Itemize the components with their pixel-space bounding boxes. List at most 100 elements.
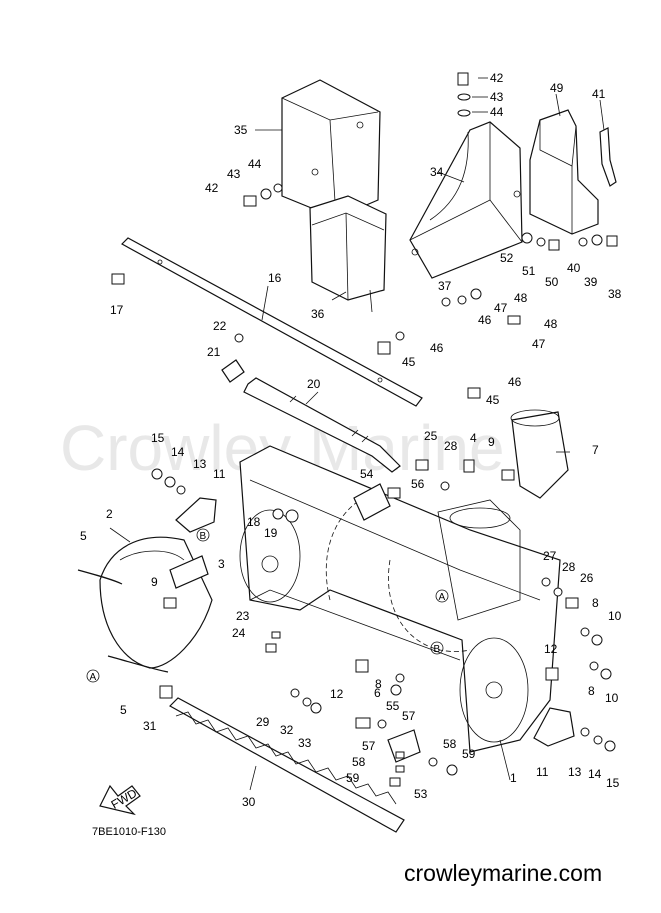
reference-marker-b-2: B xyxy=(430,641,444,655)
callout-11: 11 xyxy=(536,765,549,779)
part-11-bracket-right xyxy=(533,707,575,747)
part-30-scraper-blade xyxy=(169,697,405,833)
callout-6: 6 xyxy=(374,686,381,700)
website-url[interactable]: crowleymarine.com xyxy=(404,860,603,886)
callout-19: 19 xyxy=(264,526,278,540)
reference-marker-b-1: B xyxy=(196,528,210,542)
callout-26: 26 xyxy=(580,571,594,585)
part-5-strap-top xyxy=(77,569,123,585)
callout-49: 49 xyxy=(550,81,564,95)
callout-27: 27 xyxy=(543,549,557,563)
callout-44: 44 xyxy=(248,157,262,171)
callout-56: 56 xyxy=(411,477,425,491)
callout-43: 43 xyxy=(490,90,504,104)
part-21-clip xyxy=(221,359,245,383)
callout-20: 20 xyxy=(307,377,321,391)
callout-42: 42 xyxy=(205,181,219,195)
callout-59: 59 xyxy=(346,771,360,785)
svg-text:B: B xyxy=(200,531,207,542)
callout-15: 15 xyxy=(606,776,620,790)
part-36-bracket xyxy=(309,195,387,313)
callout-46: 46 xyxy=(508,375,522,389)
callout-9: 9 xyxy=(488,435,495,449)
callout-32: 32 xyxy=(280,723,294,737)
callout-14: 14 xyxy=(171,445,185,459)
callout-39: 39 xyxy=(584,275,598,289)
part-1-housing xyxy=(239,445,561,753)
part-34-chute xyxy=(409,121,523,279)
callout-47: 47 xyxy=(532,337,546,351)
svg-text:A: A xyxy=(439,592,446,603)
callout-14: 14 xyxy=(588,767,602,781)
callout-13: 13 xyxy=(568,765,582,779)
callout-54: 54 xyxy=(360,467,374,481)
callout-40: 40 xyxy=(567,261,581,275)
callout-11: 11 xyxy=(213,467,226,481)
part-11-bracket-left xyxy=(175,497,217,533)
callout-1: 1 xyxy=(510,771,517,785)
callout-48: 48 xyxy=(544,317,558,331)
callout-52: 52 xyxy=(500,251,514,265)
callout-53: 53 xyxy=(414,787,428,801)
part-2-shell xyxy=(99,536,213,669)
diagram-code: 7BE1010-F130 xyxy=(92,826,166,838)
callout-58: 58 xyxy=(443,737,457,751)
callout-2: 2 xyxy=(106,507,113,521)
callout-22: 22 xyxy=(213,319,227,333)
part-3-bracket xyxy=(169,555,209,589)
callout-45: 45 xyxy=(486,393,500,407)
part-41-lever xyxy=(599,127,617,187)
callout-45: 45 xyxy=(402,355,416,369)
callout-50: 50 xyxy=(545,275,559,289)
callout-55: 55 xyxy=(386,699,400,713)
callout-36: 36 xyxy=(311,307,325,321)
callout-25: 25 xyxy=(424,429,438,443)
callout-37: 37 xyxy=(438,279,452,293)
part-35-upper-panel xyxy=(281,79,381,219)
reference-marker-a-1: A xyxy=(435,589,449,603)
fwd-arrow: FWD xyxy=(99,784,141,816)
reference-marker-a-2: A xyxy=(86,669,100,683)
callout-23: 23 xyxy=(236,609,250,623)
callout-10: 10 xyxy=(605,691,619,705)
part-49-deflector xyxy=(529,109,599,235)
callout-38: 38 xyxy=(608,287,622,301)
callout-46: 46 xyxy=(478,313,492,327)
callout-18: 18 xyxy=(247,515,261,529)
callout-57: 57 xyxy=(402,709,416,723)
callout-13: 13 xyxy=(193,457,207,471)
callout-28: 28 xyxy=(562,560,576,574)
callout-4: 4 xyxy=(470,431,477,445)
callout-31: 31 xyxy=(143,719,157,733)
callout-5: 5 xyxy=(80,529,87,543)
callout-9: 9 xyxy=(151,575,158,589)
part-16-rod xyxy=(121,237,423,407)
callout-47: 47 xyxy=(494,301,508,315)
hardware-fasteners xyxy=(111,72,618,787)
callout-21: 21 xyxy=(207,345,221,359)
part-5-strap-bottom xyxy=(107,655,169,673)
callout-16: 16 xyxy=(268,271,282,285)
callout-29: 29 xyxy=(256,715,270,729)
callout-3: 3 xyxy=(218,557,225,571)
callout-8: 8 xyxy=(375,677,382,691)
part-7-chute-tube xyxy=(510,409,569,499)
part-54-plate xyxy=(353,483,391,521)
callout-57: 57 xyxy=(362,739,376,753)
callout-43: 43 xyxy=(227,167,241,181)
callout-8: 8 xyxy=(588,684,595,698)
callout-8: 8 xyxy=(592,596,599,610)
callout-59: 59 xyxy=(462,747,476,761)
callout-10: 10 xyxy=(608,609,622,623)
callout-41: 41 xyxy=(592,87,606,101)
callout-7: 7 xyxy=(592,443,599,457)
callout-33: 33 xyxy=(298,736,312,750)
callout-34: 34 xyxy=(430,165,444,179)
callout-42: 42 xyxy=(490,71,504,85)
callout-44: 44 xyxy=(490,105,504,119)
callout-5: 5 xyxy=(120,703,127,717)
callout-12: 12 xyxy=(330,687,344,701)
svg-text:A: A xyxy=(90,672,97,683)
